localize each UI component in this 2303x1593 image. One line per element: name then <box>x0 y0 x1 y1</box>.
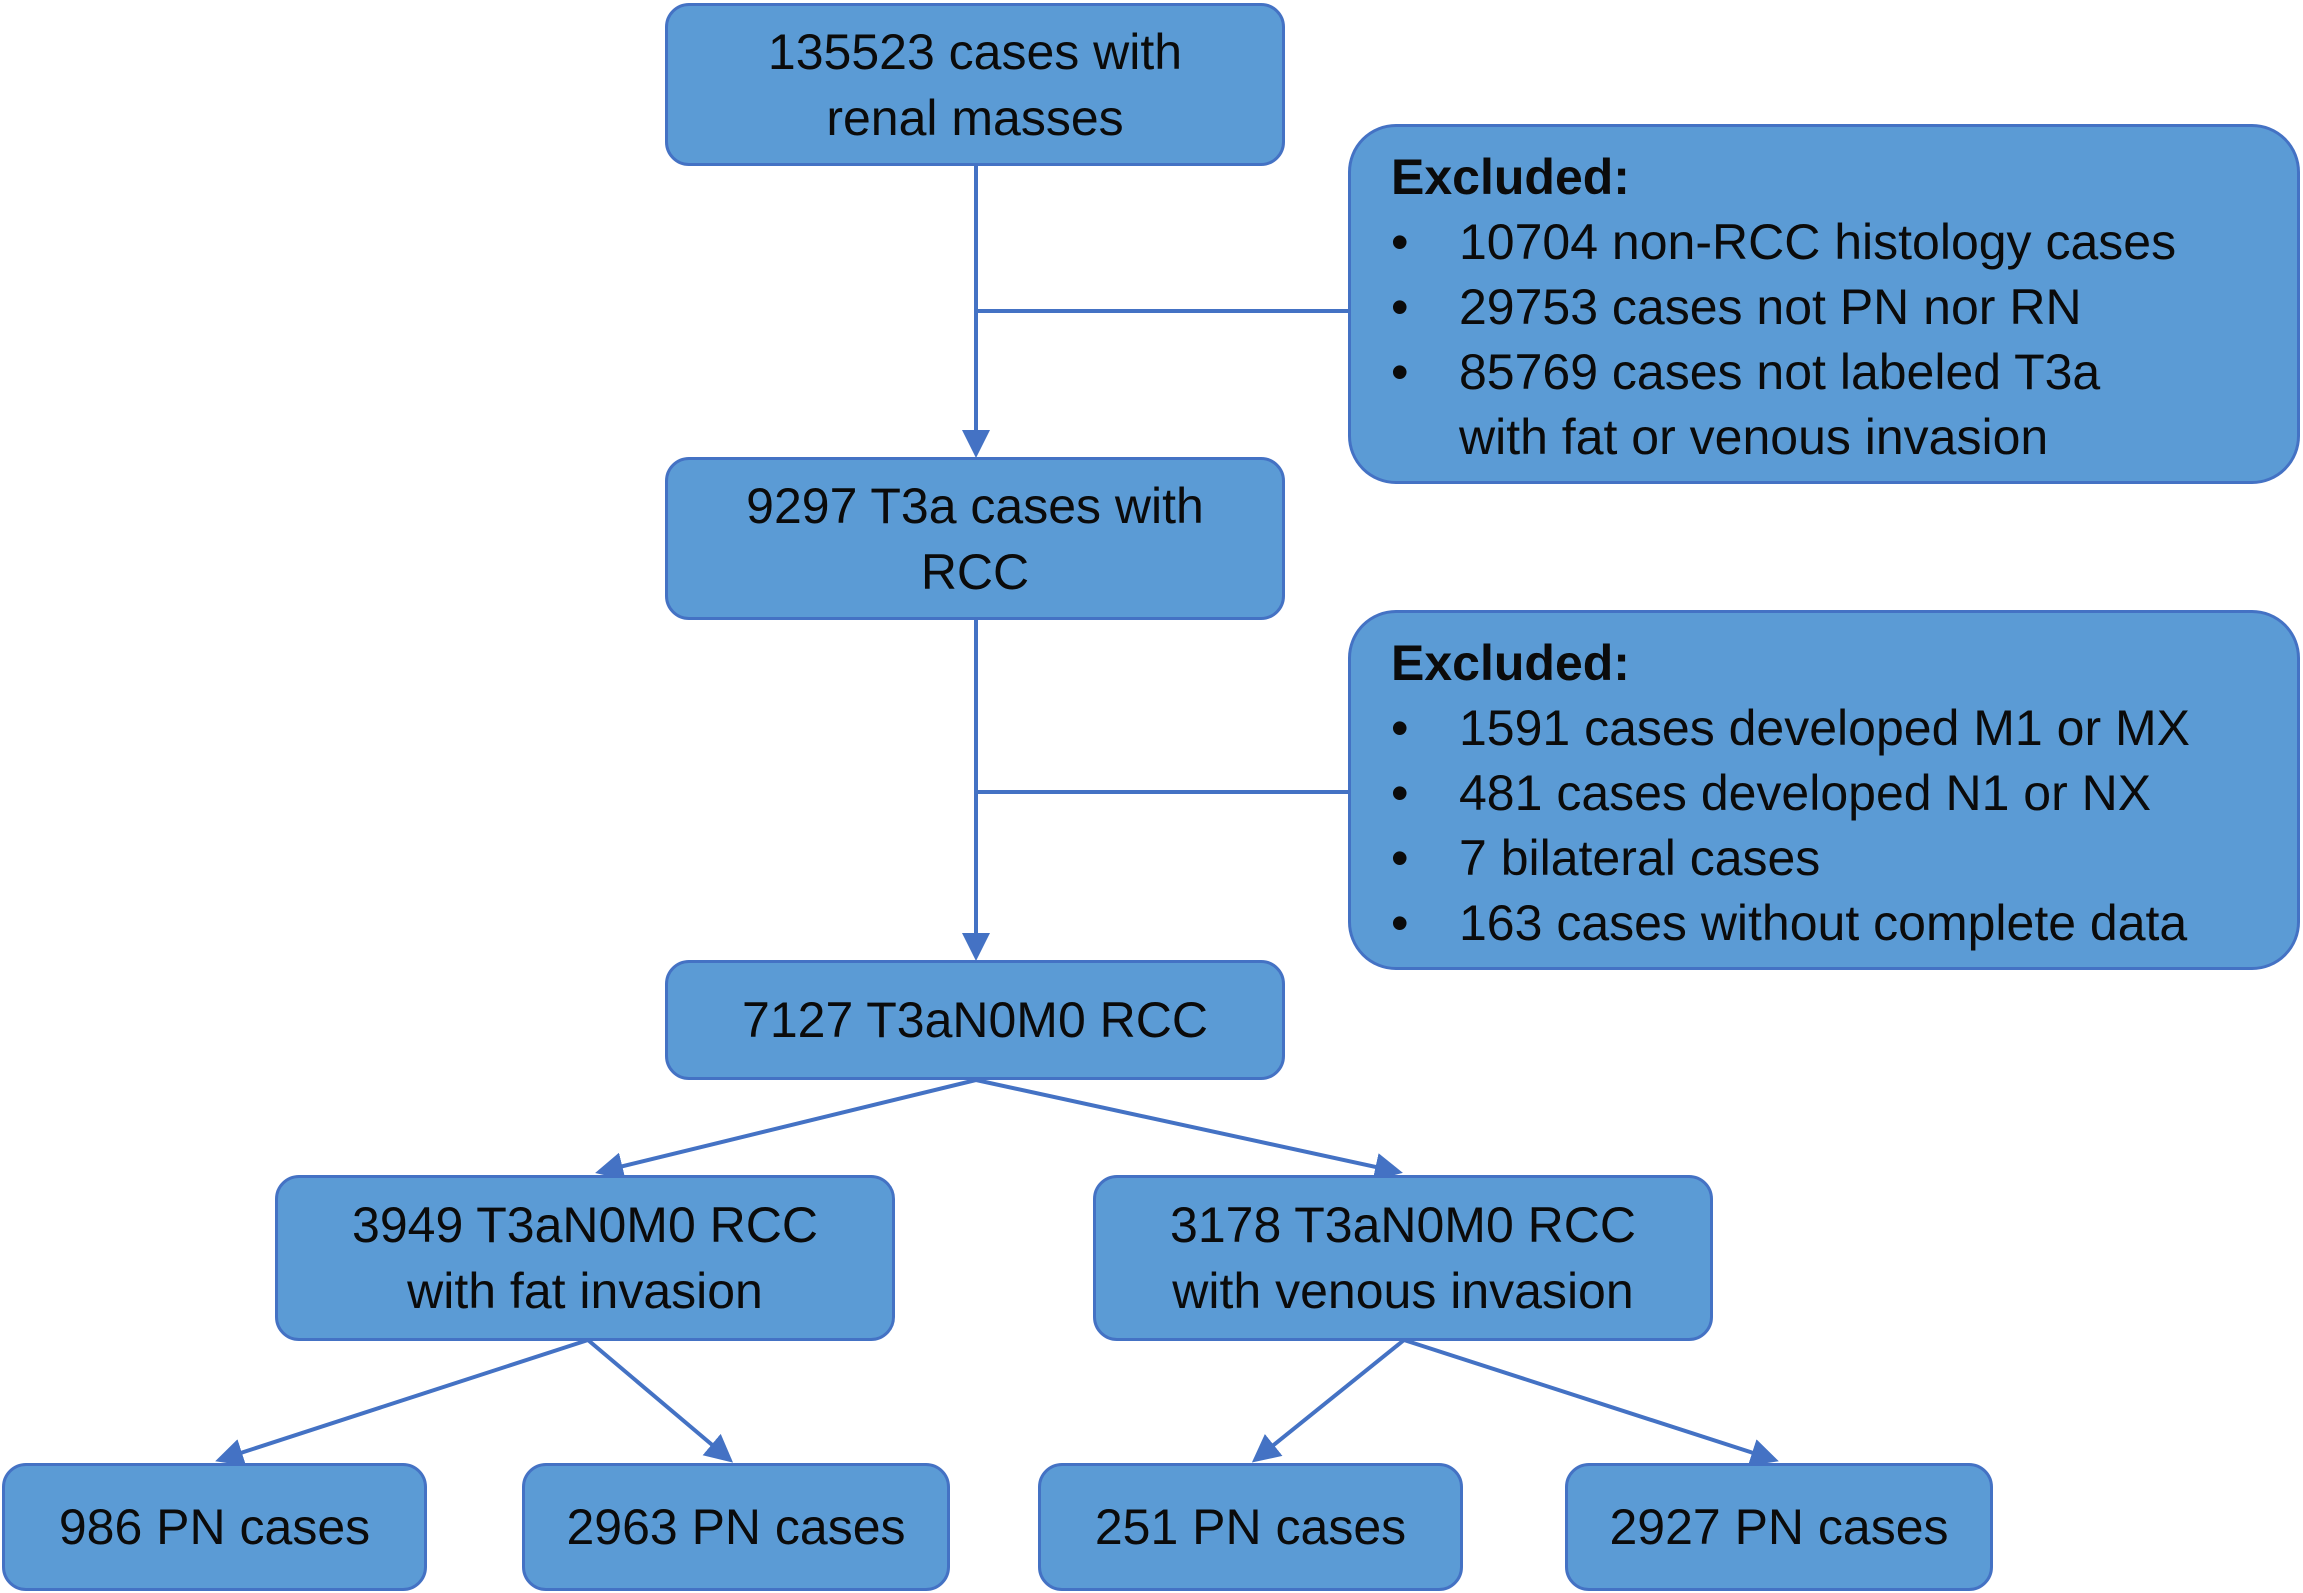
node-venous-invasion: 3178 T3aN0M0 RCC with venous invasion <box>1093 1175 1713 1341</box>
exclusion-item: • 85769 cases not labeled T3a <box>1391 340 2257 405</box>
node-t3a-rcc: 9297 T3a cases with RCC <box>665 457 1285 620</box>
node-fat-986-pn: 986 PN cases <box>2 1463 427 1591</box>
exclusion-item-text: with fat or venous invasion <box>1459 409 2049 465</box>
node-line: with venous invasion <box>1172 1263 1634 1319</box>
exclusion-item: • 10704 non-RCC histology cases <box>1391 210 2257 275</box>
arrow-fat-to-986 <box>215 1338 589 1466</box>
node-line: 251 PN cases <box>1094 1499 1407 1555</box>
exclusion-box-1: Excluded: • 10704 non-RCC histology cases… <box>1348 124 2300 484</box>
node-line: renal masses <box>826 89 1124 146</box>
exclusion-title: Excluded: <box>1391 635 1630 691</box>
exclusion-item-continuation: with fat or venous invasion <box>1391 405 2257 470</box>
node-line: with fat invasion <box>407 1263 763 1319</box>
node-line: 2963 PN cases <box>566 1499 906 1555</box>
exclusion-item-text: 1591 cases developed M1 or MX <box>1459 700 2190 756</box>
node-line: 7127 T3aN0M0 RCC <box>742 992 1208 1048</box>
bullet-icon: • <box>1391 830 1409 886</box>
node-venous-251-pn: 251 PN cases <box>1038 1463 1463 1591</box>
node-line: RCC <box>920 543 1030 600</box>
exclusion-item: • 481 cases developed N1 or NX <box>1391 761 2257 826</box>
exclusion-item: • 1591 cases developed M1 or MX <box>1391 696 2257 761</box>
bullet-icon: • <box>1391 765 1409 821</box>
exclusion-box-2: Excluded: • 1591 cases developed M1 or MX… <box>1348 610 2300 970</box>
exclusion-item: • 29753 cases not PN nor RN <box>1391 275 2257 340</box>
node-line: 9297 T3a cases with <box>746 477 1204 534</box>
exclusion-item-text: 163 cases without complete data <box>1459 895 2188 951</box>
exclusion-item-text: 7 bilateral cases <box>1459 830 1821 886</box>
exclusion-title: Excluded: <box>1391 149 1630 205</box>
arrow-fat-to-2963 <box>586 1338 734 1463</box>
node-line: 3178 T3aN0M0 RCC <box>1170 1197 1636 1253</box>
node-line: 986 PN cases <box>58 1499 371 1555</box>
exclusion-item: • 7 bilateral cases <box>1391 826 2257 891</box>
node-fat-2963-pn: 2963 PN cases <box>522 1463 950 1591</box>
bullet-icon: • <box>1391 895 1409 951</box>
exclusion-item-text: 85769 cases not labeled T3a <box>1459 344 2101 400</box>
node-t3an0m0-rcc: 7127 T3aN0M0 RCC <box>665 960 1285 1080</box>
exclusion-list: • 1591 cases developed M1 or MX • 481 case… <box>1391 696 2257 956</box>
exclusion-item-text: 481 cases developed N1 or NX <box>1459 765 2152 821</box>
bullet-icon: • <box>1391 344 1409 400</box>
node-fat-invasion: 3949 T3aN0M0 RCC with fat invasion <box>275 1175 895 1341</box>
arrow-t3an0m0-to-venous <box>975 1078 1403 1181</box>
bullet-icon: • <box>1391 700 1409 756</box>
node-line: 3949 T3aN0M0 RCC <box>352 1197 818 1253</box>
arrow-t3an0m0-to-fat <box>595 1078 977 1180</box>
exclusion-list: • 10704 non-RCC histology cases • 29753 ca… <box>1391 210 2257 470</box>
node-line: 2927 PN cases <box>1609 1499 1949 1555</box>
exclusion-item-text: 29753 cases not PN nor RN <box>1459 279 2082 335</box>
arrow-venous-to-251 <box>1251 1338 1406 1463</box>
bullet-icon: • <box>1391 214 1409 270</box>
exclusion-item-text: 10704 non-RCC histology cases <box>1459 214 2177 270</box>
bullet-icon: • <box>1391 279 1409 335</box>
arrow-venous-to-2927 <box>1403 1338 1779 1466</box>
node-venous-2927-pn: 2927 PN cases <box>1565 1463 1993 1591</box>
node-line: 135523 cases with <box>767 23 1183 80</box>
exclusion-item: • 163 cases without complete data <box>1391 891 2257 956</box>
node-all-renal-masses: 135523 cases with renal masses <box>665 3 1285 166</box>
